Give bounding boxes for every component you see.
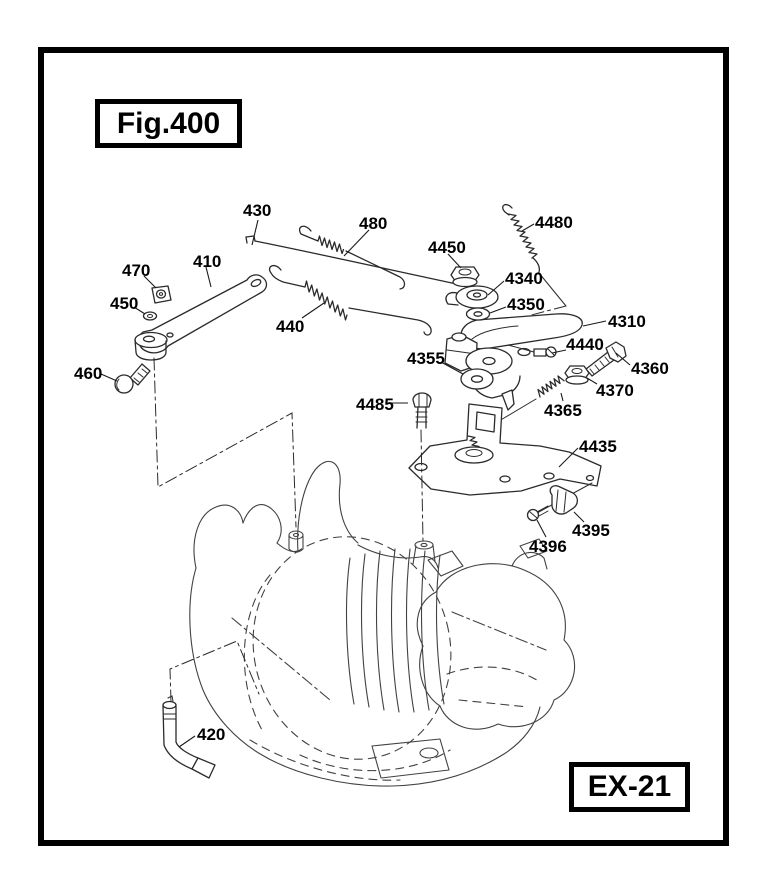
washer-4350 [465,307,491,321]
screw-4440 [507,344,557,358]
screw-4396 [526,505,549,522]
washer-4355 [460,368,494,390]
bolt-4485 [412,392,432,429]
governor-spring-440 [268,264,432,336]
part-callout-4350: 4350 [507,295,545,314]
governor-assembly [444,313,583,411]
bracket-4435 [408,403,602,496]
part-callout-4340: 4340 [505,269,543,288]
part-callout-4355: 4355 [407,349,445,368]
part-callout-430: 430 [243,201,272,220]
part-callout-4435: 4435 [579,437,617,456]
callout-leader-lines [100,219,631,748]
plate-470 [151,285,172,304]
part-callout-4480: 4480 [535,213,573,232]
part-callout-480: 480 [359,214,388,233]
part-callout-4485: 4485 [356,395,394,414]
flange-nut-4370 [564,365,590,385]
part-callout-4365: 4365 [544,401,582,420]
stopper-420 [162,695,216,779]
part-callout-450: 450 [110,294,139,313]
governor-pulley-4340 [445,285,499,309]
figure-number: Fig.400 [116,106,221,140]
sheet-code-box: EX-21 [569,762,690,812]
part-callout-440: 440 [276,317,305,336]
engine-crankcase-outline [189,460,576,787]
part-callout-4396: 4396 [529,537,567,556]
part-callout-470: 470 [122,261,151,280]
sheet-code: EX-21 [587,770,672,803]
part-callout-4310: 4310 [608,312,646,331]
throttle-spring-480 [298,225,406,290]
washer-450 [142,311,158,321]
figure-number-box: Fig.400 [95,99,242,148]
clamp-4395 [536,482,593,515]
flange-nut-4450 [450,266,480,288]
bolt-4485-centerline [420,429,424,543]
part-callout-420: 420 [197,725,226,744]
part-callout-4395: 4395 [572,521,610,540]
bolt-460 [114,363,151,394]
part-callout-4450: 4450 [428,238,466,257]
part-callout-4440: 4440 [566,335,604,354]
part-callout-410: 410 [193,252,222,271]
lever-410 [134,274,268,361]
part-callout-460: 460 [74,364,103,383]
part-callout-4360: 4360 [631,359,669,378]
part-callout-4370: 4370 [596,381,634,400]
tension-spring-4480 [502,203,567,307]
page-border-frame [38,47,729,846]
